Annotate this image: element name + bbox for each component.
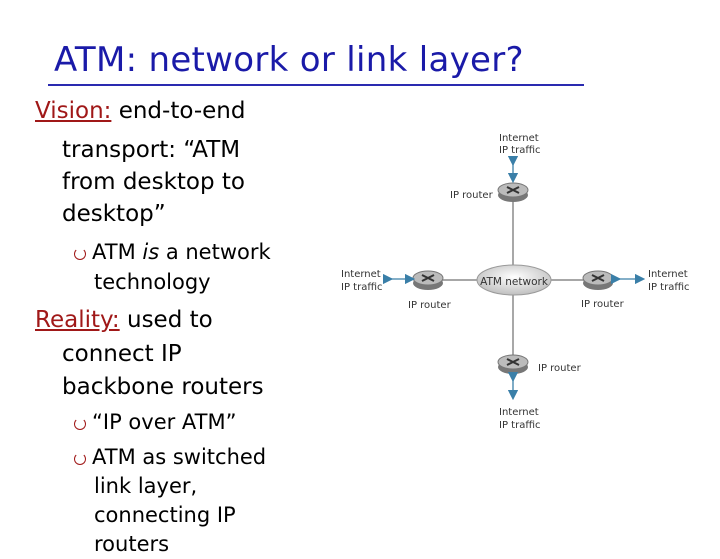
reality-line-1: Reality: used to xyxy=(35,305,213,336)
bottom-traffic-label-1: Internet xyxy=(499,407,539,418)
top-traffic-label-2: IP traffic xyxy=(499,145,540,156)
bottom-traffic-label-2: IP traffic xyxy=(499,420,540,431)
left-traffic-label-2: IP traffic xyxy=(341,282,382,293)
reality-bullet-2-line-2: link layer, xyxy=(94,474,198,498)
reality-text-1: used to xyxy=(119,307,213,333)
vision-bullet-line-2: technology xyxy=(94,270,211,294)
slide-title: ATM: network or link layer? xyxy=(54,40,524,80)
vision-line-1: Vision: end-to-end xyxy=(35,96,245,127)
right-router-label: IP router xyxy=(581,299,625,310)
atm-network-label: ATM network xyxy=(480,276,549,288)
vision-text-1: end-to-end xyxy=(111,98,246,124)
vision-bullet: ATM is a network xyxy=(74,238,271,267)
vision-bullet-italic: is xyxy=(142,240,160,264)
left-router-label: IP router xyxy=(408,300,452,311)
reality-bullet-2-line-3: connecting IP xyxy=(94,503,236,527)
router-left-icon xyxy=(412,270,444,290)
reality-bullet-1: “IP over ATM” xyxy=(74,408,236,437)
vision-bullet-post: a network xyxy=(159,240,271,264)
bullet-marker-icon xyxy=(74,418,86,430)
vision-line-2: transport: “ATM xyxy=(62,137,241,163)
vision-line-3: from desktop to xyxy=(62,169,245,195)
traffic-arrows xyxy=(382,155,646,401)
right-traffic-label-1: Internet xyxy=(648,269,688,280)
bullet-marker-icon xyxy=(74,248,86,260)
router-bottom-icon xyxy=(497,354,529,374)
atm-network-diagram: ATM network Internet IP traffic IP route… xyxy=(341,133,689,431)
title-underline xyxy=(48,84,584,86)
vision-line-4: desktop” xyxy=(62,201,166,227)
reality-bullet-1-text: “IP over ATM” xyxy=(92,410,237,434)
left-traffic-label-1: Internet xyxy=(341,269,381,280)
vision-bullet-pre: ATM xyxy=(92,240,143,264)
top-traffic-label-1: Internet xyxy=(499,133,539,144)
right-traffic-label-2: IP traffic xyxy=(648,282,689,293)
reality-lead: Reality: xyxy=(35,307,120,333)
bullet-marker-icon xyxy=(74,453,86,465)
atm-network-cloud xyxy=(476,264,552,296)
reality-line-2: connect IP xyxy=(62,341,182,367)
router-top-icon xyxy=(497,182,529,202)
bottom-router-label: IP router xyxy=(538,363,582,374)
vision-lead: Vision: xyxy=(35,98,112,124)
reality-bullet-2: ATM as switched xyxy=(74,443,266,472)
reality-bullet-2-line-1: ATM as switched xyxy=(92,445,267,469)
router-right-icon xyxy=(582,270,614,290)
reality-line-3: backbone routers xyxy=(62,374,264,400)
top-router-label: IP router xyxy=(450,190,494,201)
